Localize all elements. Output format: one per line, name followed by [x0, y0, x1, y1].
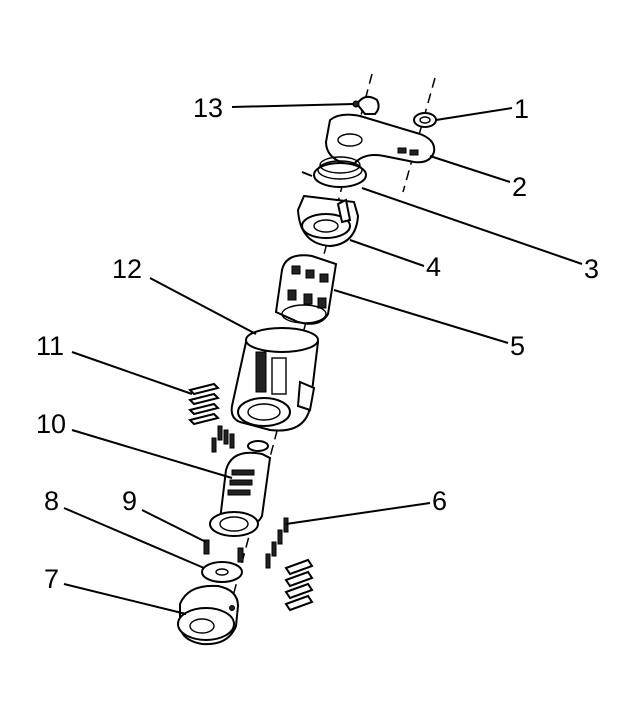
part-11-tumblers	[188, 382, 220, 426]
part-6-springs-tumblers	[265, 517, 314, 612]
part-4-retainer	[296, 194, 360, 248]
assembly-axis-secondary	[402, 77, 436, 193]
callout-1: 1	[514, 94, 529, 124]
tumbler-springs-upper	[211, 425, 235, 453]
callout-3: 3	[584, 254, 599, 284]
callout-5: 5	[510, 331, 525, 361]
leader-10	[71, 429, 233, 479]
callout-4: 4	[426, 252, 441, 282]
callout-6: 6	[432, 486, 447, 516]
part-13-clip	[352, 95, 380, 115]
leader-4	[349, 239, 425, 267]
leader-8	[63, 507, 205, 569]
part-12-housing	[230, 327, 320, 432]
callout-13: 13	[193, 93, 223, 123]
part-10-cylinder-plug	[209, 440, 272, 537]
callout-11: 11	[36, 331, 64, 361]
leader-13	[231, 103, 355, 108]
callout-7: 7	[44, 564, 59, 594]
leader-3	[361, 187, 583, 265]
part-3-spring	[301, 156, 367, 188]
leader-11	[71, 351, 193, 395]
part-8-washer	[201, 561, 243, 583]
leader-12	[149, 277, 257, 335]
callout-10: 10	[36, 409, 66, 439]
leader-2	[429, 155, 511, 183]
leader-5	[333, 289, 509, 344]
leader-7	[63, 583, 187, 615]
callout-9: 9	[122, 486, 137, 516]
callout-12: 12	[112, 254, 142, 284]
callout-8: 8	[44, 486, 59, 516]
leader-6	[285, 502, 431, 525]
part-9-spring	[203, 539, 244, 563]
leader-1	[435, 107, 513, 121]
callout-2: 2	[512, 172, 527, 202]
part-5-sleeve	[274, 254, 338, 325]
part-7-bezel	[177, 584, 240, 646]
leader-9	[141, 509, 207, 543]
part-1-cap	[413, 112, 437, 128]
